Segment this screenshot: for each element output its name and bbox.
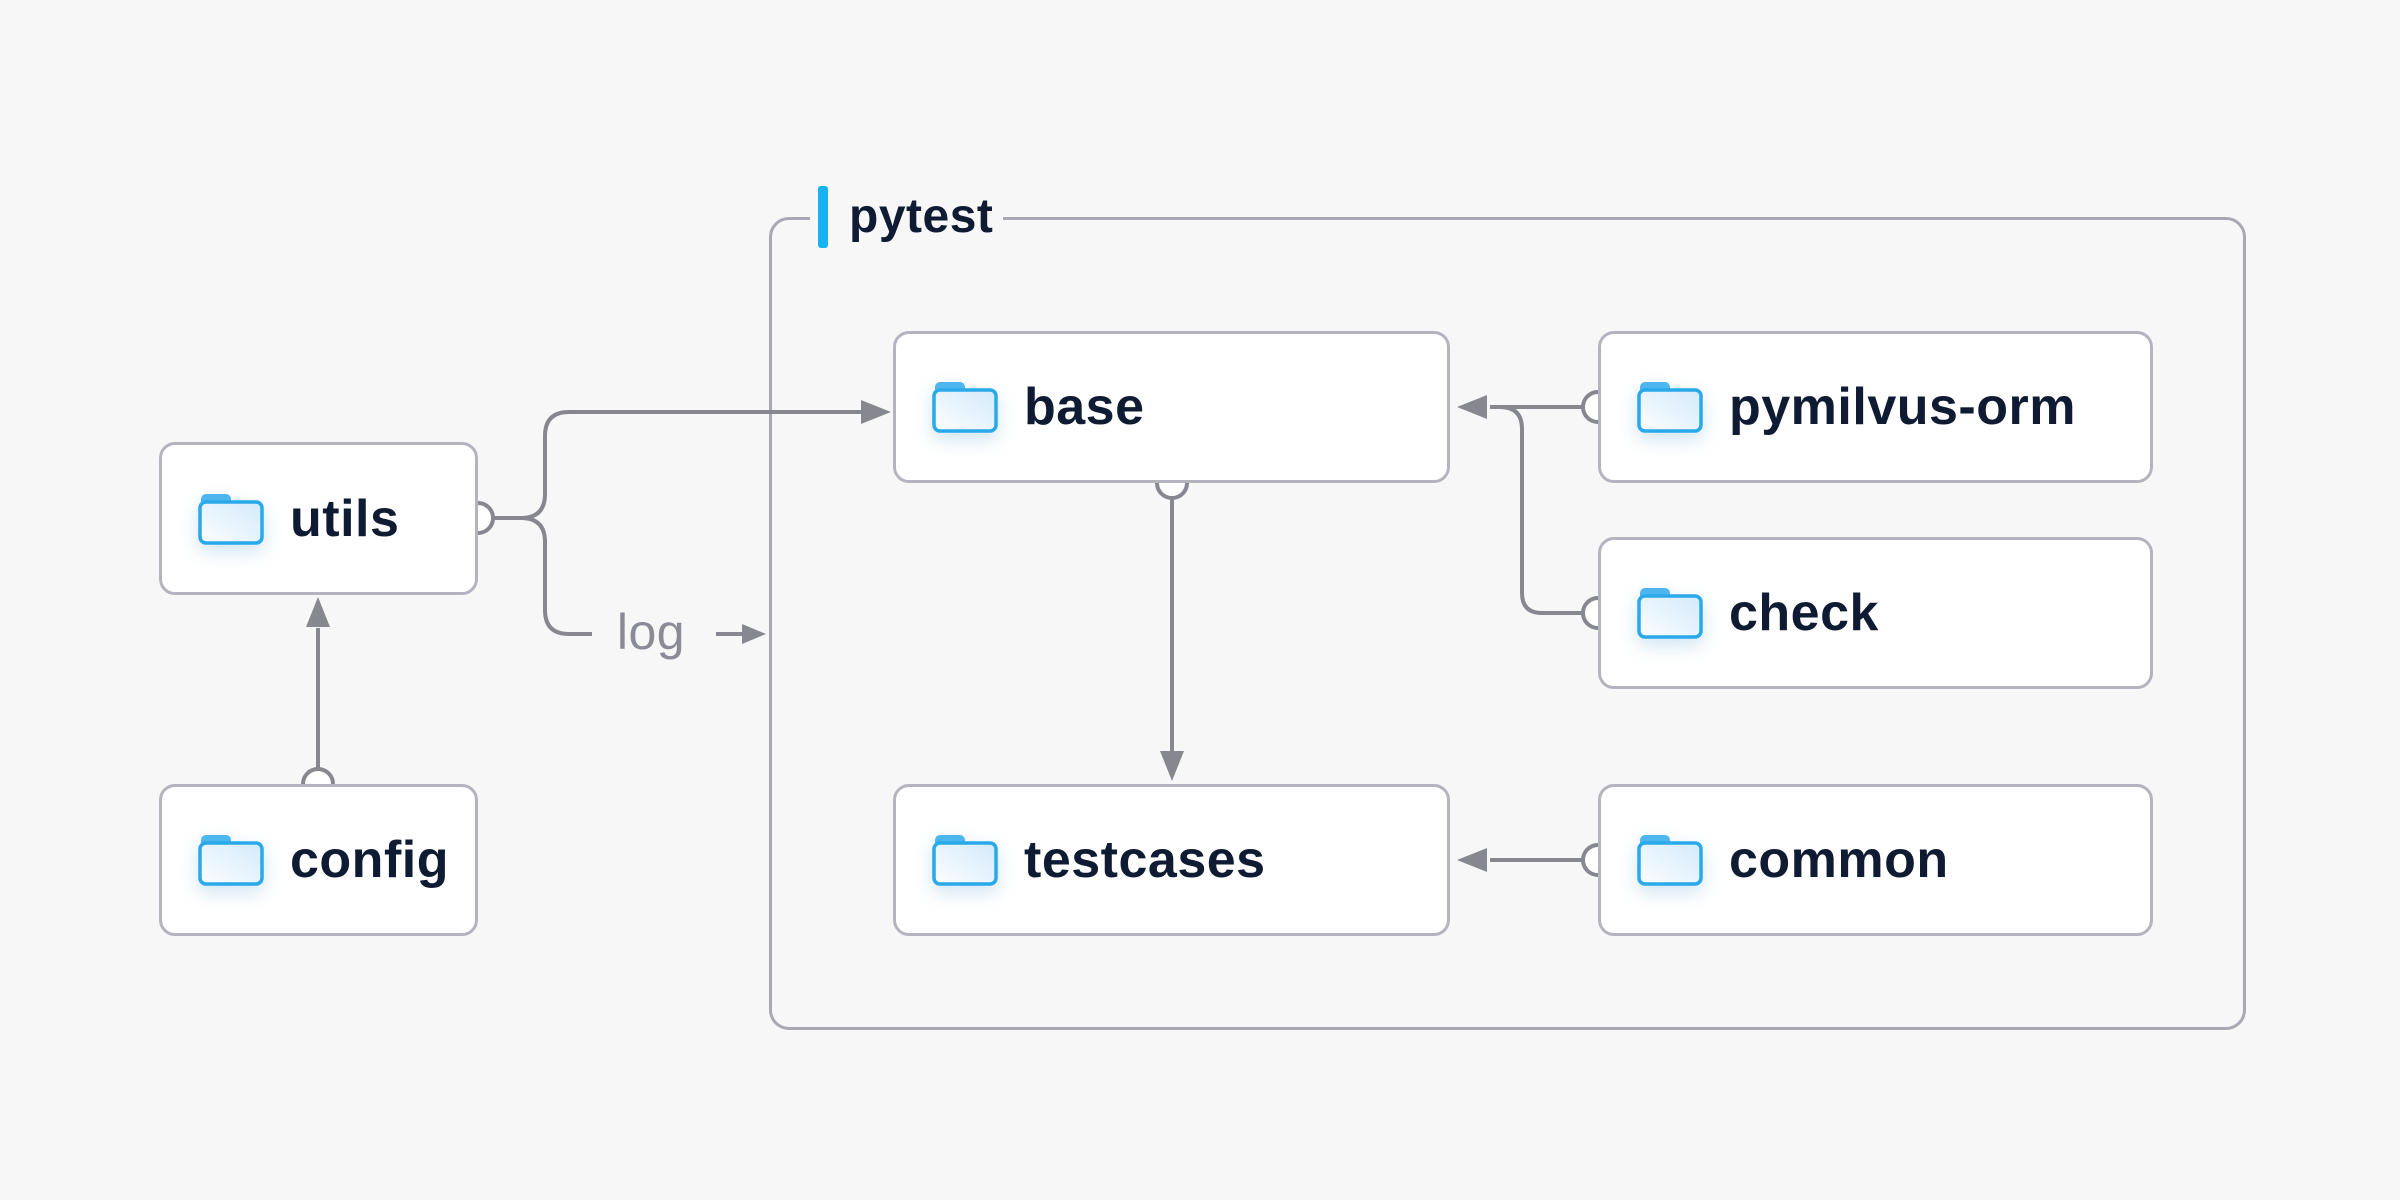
node-label: utils xyxy=(290,489,400,548)
folder-icon xyxy=(932,382,998,433)
node-common: common xyxy=(1598,784,2153,936)
folder-icon xyxy=(1637,835,1703,886)
node-label: config xyxy=(290,831,449,889)
edge-config-utils xyxy=(301,597,335,801)
node-label: testcases xyxy=(1024,831,1266,889)
group-pytest xyxy=(769,217,2246,1030)
node-label: common xyxy=(1729,831,1949,889)
group-pytest-label: pytest xyxy=(810,186,1004,248)
folder-icon xyxy=(1637,588,1703,639)
node-pymilvus-orm: pymilvus-orm xyxy=(1598,331,2153,483)
node-config: config xyxy=(159,784,478,936)
node-testcases: testcases xyxy=(893,784,1450,936)
node-label: pymilvus-orm xyxy=(1729,378,2076,436)
edge-label-log: log xyxy=(616,604,686,660)
node-base: base xyxy=(893,331,1450,483)
folder-icon xyxy=(1637,382,1703,433)
node-label: check xyxy=(1729,584,1879,642)
folder-icon xyxy=(198,835,264,886)
node-utils: utils xyxy=(159,442,478,595)
folder-icon xyxy=(198,493,264,545)
arrowhead-right-small-icon xyxy=(742,624,766,644)
node-check: check xyxy=(1598,537,2153,689)
group-title: pytest xyxy=(849,190,994,243)
accent-bar xyxy=(818,186,828,248)
node-label: base xyxy=(1024,378,1145,436)
folder-icon xyxy=(932,835,998,886)
arrowhead-up-icon xyxy=(306,597,330,627)
